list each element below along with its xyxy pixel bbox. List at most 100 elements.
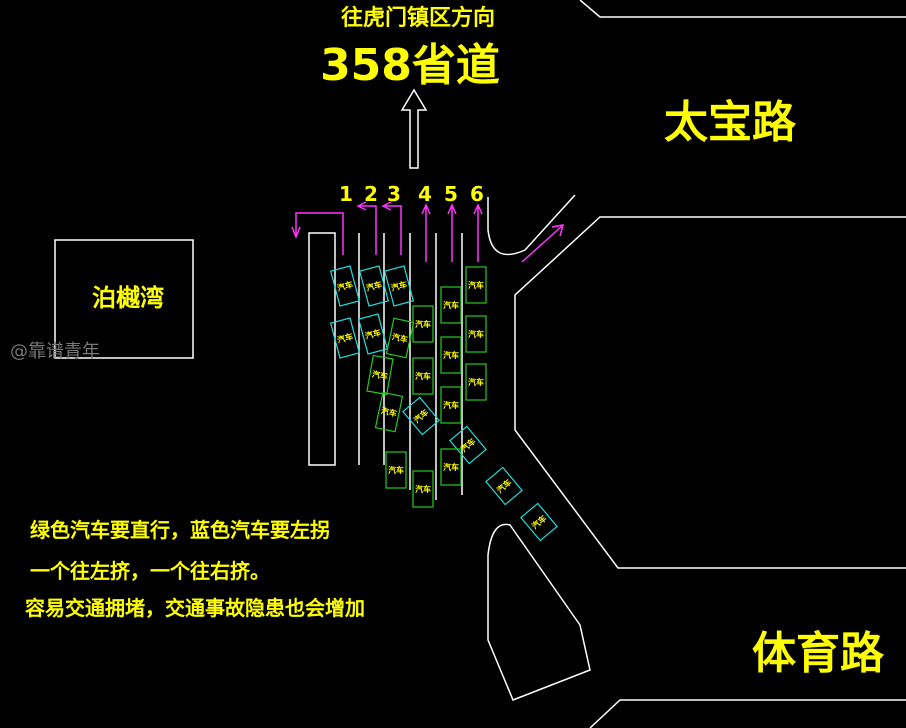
car-label: 汽车 [412,407,431,425]
car-body [357,313,389,355]
taibao-road-edge [514,216,906,569]
car-label: 汽车 [380,405,398,418]
taibao-road-label: 太宝路 [664,97,797,148]
car-body [412,357,434,395]
car-20: 汽车 [385,451,407,489]
note-line-1: 绿色汽车要直行，蓝色汽车要左拐 [30,518,330,542]
car-body [465,266,487,304]
road-label-358: 358省道 [320,40,500,91]
car-label: 汽车 [443,400,459,410]
left-turn-arrow-icon-lane3 [381,201,402,255]
tiyu-road-label: 体育路 [752,628,885,679]
car-21: 汽车 [412,470,434,508]
top-right-road-edge [579,0,906,18]
left-median [308,232,336,466]
lane-arrows [291,201,565,263]
straight-arrow-icon-lane6 [473,203,483,262]
tiyu-road-edge [589,699,906,728]
right-turn-arrow-icon [521,224,565,263]
note-line-2: 一个往左挤，一个往右挤。 [30,559,270,583]
car-10: 汽车 [465,315,487,353]
car-label: 汽车 [468,329,484,339]
car-body [412,470,434,508]
car-12: 汽车 [412,357,434,395]
car-body [485,466,523,506]
car-body [374,391,404,433]
car-label: 汽车 [415,484,431,494]
car-body [366,354,394,396]
northeast-curb [487,194,576,256]
car-label: 汽车 [495,477,514,495]
car-body [465,363,487,401]
car-label: 汽车 [364,327,382,341]
car-body [440,336,462,374]
road-outlines [54,0,906,728]
car-body [329,317,361,359]
car-6: 汽车 [385,317,415,359]
lane-number-3: 3 [387,182,401,206]
car-16: 汽车 [374,391,404,433]
car-label: 汽车 [371,369,388,382]
car-label: 汽车 [415,319,431,329]
left-turn-arrow-icon-lane2 [356,201,377,255]
car-body [465,315,487,353]
car-8: 汽车 [440,286,462,324]
note-line-3: 容易交通拥堵，交通事故隐患也会增加 [25,596,365,620]
lane-number-1: 1 [339,182,353,206]
car-label: 汽车 [390,279,408,293]
cars-layer: 汽车汽车汽车汽车汽车汽车汽车汽车汽车汽车汽车汽车汽车汽车汽车汽车汽车汽车汽车汽车… [329,265,558,542]
car-label: 汽车 [468,377,484,387]
car-23: 汽车 [520,502,558,542]
car-body [449,425,487,465]
car-label: 汽车 [391,331,409,344]
car-13: 汽车 [366,354,394,396]
car-label: 汽车 [443,350,459,360]
car-label: 汽车 [388,465,404,475]
car-body [440,448,462,486]
car-body [358,265,390,307]
car-15: 汽车 [440,386,462,424]
car-body [329,265,361,307]
car-5: 汽车 [357,313,389,355]
car-label: 汽车 [530,513,549,531]
area-label: 泊樾湾 [92,284,164,312]
north-arrow-icon [400,88,428,169]
car-body [402,396,440,436]
car-body [440,286,462,324]
car-18: 汽车 [449,425,487,465]
car-body [383,265,415,307]
car-19: 汽车 [440,448,462,486]
car-label: 汽车 [443,300,459,310]
car-body [385,317,415,359]
lane-numbers: 1 2 3 4 5 6 [339,182,484,206]
lane-number-4: 4 [418,182,432,206]
watermark: @靠谱青年 [10,341,100,362]
car-label: 汽车 [415,371,431,381]
straight-arrow-icon-lane4 [421,203,431,262]
direction-label: 往虎门镇区方向 [341,5,495,31]
car-3: 汽车 [383,265,415,307]
straight-arrow-icon-lane5 [447,203,457,262]
car-label: 汽车 [468,280,484,290]
lane-number-2: 2 [364,182,378,206]
car-1: 汽车 [329,265,361,307]
area-box [54,239,194,359]
car-17: 汽车 [402,396,440,436]
u-turn-arrow-icon [291,212,344,255]
car-11: 汽车 [440,336,462,374]
car-label: 汽车 [443,462,459,472]
car-22: 汽车 [485,466,523,506]
car-7: 汽车 [412,305,434,343]
lane-number-6: 6 [470,182,484,206]
car-body [440,386,462,424]
car-body [520,502,558,542]
lane-number-5: 5 [444,182,458,206]
car-2: 汽车 [358,265,390,307]
explanation-notes: 绿色汽车要直行，蓝色汽车要左拐 一个往左挤，一个往右挤。 容易交通拥堵，交通事故… [25,518,365,620]
car-body [385,451,407,489]
car-14: 汽车 [465,363,487,401]
car-label: 汽车 [336,331,354,345]
car-label: 汽车 [336,279,354,293]
car-4: 汽车 [329,317,361,359]
